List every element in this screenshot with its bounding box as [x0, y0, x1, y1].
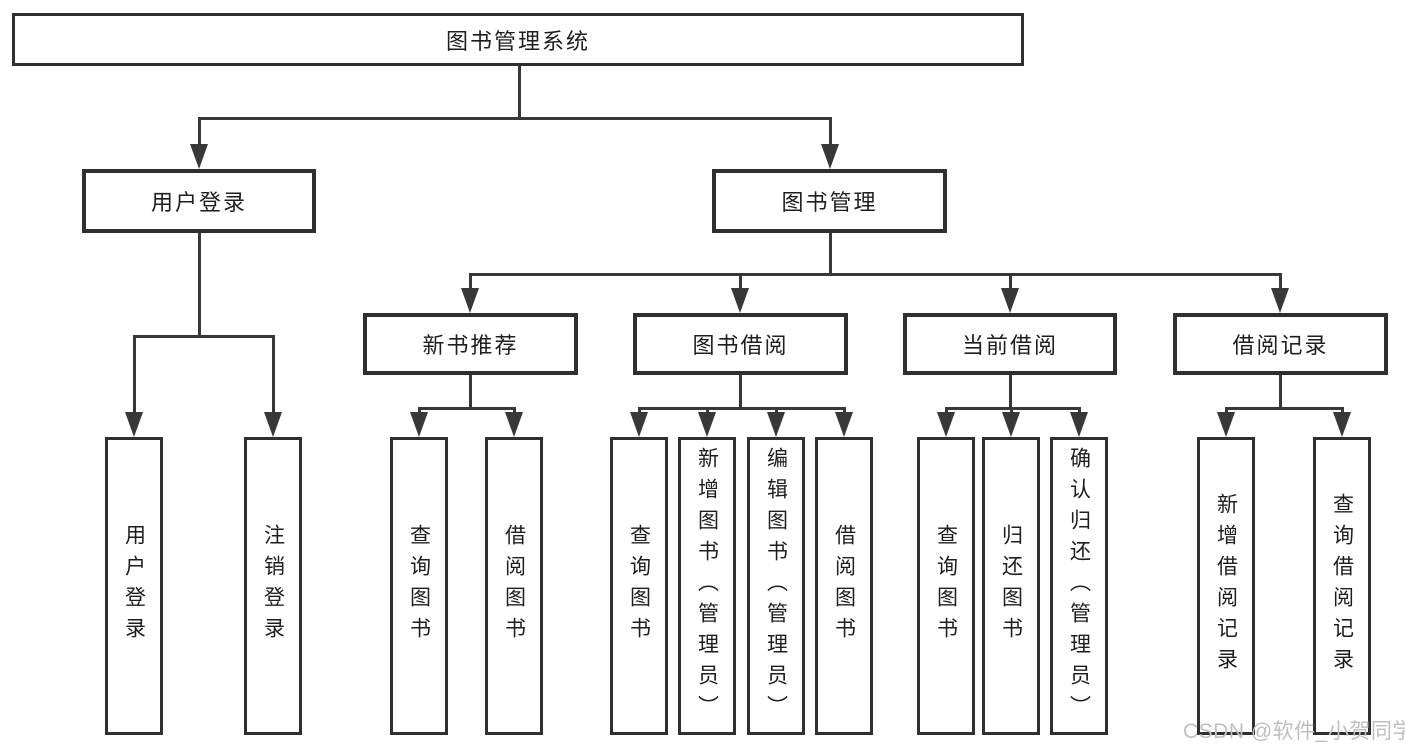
- node-leaf-query-books-3: 查询图书: [917, 437, 975, 735]
- connector-drop-book-borrowing-1: [705, 407, 709, 415]
- connector-drop-root-1: [828, 117, 832, 147]
- node-label-leaf-confirm-return: 确认归还（管理员）: [1067, 446, 1091, 726]
- node-new-book-recommend: 新书推荐: [363, 313, 578, 375]
- csdn-watermark: CSDN @软件_小贺同学: [1183, 720, 1405, 743]
- node-leaf-return-books: 归还图书: [982, 437, 1040, 735]
- node-user-login: 用户登录: [82, 169, 316, 233]
- node-leaf-confirm-return: 确认归还（管理员）: [1050, 437, 1108, 735]
- connector-drop-book-borrowing-3: [842, 407, 846, 415]
- node-book-management: 图书管理: [712, 169, 947, 233]
- node-label-leaf-borrow-books-1: 借阅图书: [502, 524, 526, 648]
- arrow-down-icon: [410, 412, 428, 437]
- node-label-leaf-user-login: 用户登录: [122, 524, 146, 648]
- arrow-down-icon: [937, 412, 955, 437]
- node-label-leaf-edit-books: 编辑图书（管理员）: [764, 446, 788, 726]
- node-label-new-book-recommend: 新书推荐: [422, 333, 519, 358]
- arrow-down-icon: [1333, 412, 1351, 437]
- arrow-down-icon: [264, 412, 282, 437]
- connector-stem-new-book-recommend: [468, 373, 472, 410]
- node-leaf-logout: 注销登录: [244, 437, 302, 735]
- connector-drop-book-borrowing-0: [637, 407, 641, 415]
- node-leaf-query-borrow-record: 查询借阅记录: [1313, 437, 1371, 735]
- connector-stem-root: [517, 63, 521, 120]
- arrow-down-icon: [505, 412, 523, 437]
- connector-split-borrowing-records: [1224, 407, 1344, 410]
- node-leaf-edit-books: 编辑图书（管理员）: [747, 437, 805, 735]
- node-label-borrowing-records: 借阅记录: [1232, 333, 1329, 358]
- connector-stem-user-login: [197, 231, 201, 338]
- connector-stem-borrowing-records: [1278, 373, 1282, 410]
- arrow-down-icon: [1002, 412, 1020, 437]
- arrow-down-icon: [1271, 288, 1289, 313]
- connector-drop-new-book-recommend-1: [512, 407, 516, 415]
- connector-split-new-book-recommend: [417, 407, 516, 410]
- connector-split-book-borrowing: [637, 407, 846, 410]
- connector-drop-user-login-0: [132, 335, 136, 415]
- connector-drop-current-borrowing-0: [944, 407, 948, 415]
- node-leaf-query-books-1: 查询图书: [390, 437, 448, 735]
- connector-drop-borrowing-records-1: [1340, 407, 1344, 415]
- connector-drop-book-management-1: [738, 273, 742, 291]
- node-leaf-user-login: 用户登录: [105, 437, 163, 735]
- arrow-down-icon: [190, 144, 208, 169]
- connector-drop-book-borrowing-2: [774, 407, 778, 415]
- arrow-down-icon: [125, 412, 143, 437]
- connector-drop-user-login-1: [271, 335, 275, 415]
- connector-drop-book-management-0: [468, 273, 472, 291]
- node-label-root: 图书管理系统: [445, 28, 590, 54]
- connector-drop-current-borrowing-2: [1077, 407, 1081, 415]
- connector-drop-book-management-2: [1008, 273, 1012, 291]
- node-label-leaf-add-borrow-record: 新增借阅记录: [1214, 493, 1238, 679]
- node-label-leaf-query-books-3: 查询图书: [934, 524, 958, 648]
- node-leaf-borrow-books-1: 借阅图书: [485, 437, 543, 735]
- arrow-down-icon: [630, 412, 648, 437]
- connector-stem-book-management: [828, 231, 832, 276]
- node-leaf-borrow-books-2: 借阅图书: [815, 437, 873, 735]
- connector-drop-borrowing-records-0: [1224, 407, 1228, 415]
- connector-stem-book-borrowing: [738, 373, 742, 410]
- connector-split-user-login: [132, 335, 275, 338]
- connector-drop-current-borrowing-1: [1009, 407, 1013, 415]
- connector-drop-new-book-recommend-0: [417, 407, 421, 415]
- node-label-book-borrowing: 图书借阅: [692, 333, 789, 358]
- node-label-leaf-logout: 注销登录: [261, 524, 285, 648]
- node-borrowing-records: 借阅记录: [1173, 313, 1388, 375]
- arrow-down-icon: [1217, 412, 1235, 437]
- arrow-down-icon: [1001, 288, 1019, 313]
- node-label-current-borrowing: 当前借阅: [961, 333, 1058, 358]
- connector-drop-book-management-3: [1278, 273, 1282, 291]
- node-label-user-login: 用户登录: [150, 190, 247, 215]
- connector-split-root: [197, 117, 832, 120]
- connector-stem-current-borrowing: [1008, 373, 1012, 410]
- node-label-leaf-borrow-books-2: 借阅图书: [832, 524, 856, 648]
- arrow-down-icon: [1070, 412, 1088, 437]
- node-book-borrowing: 图书借阅: [633, 313, 848, 375]
- arrow-down-icon: [821, 144, 839, 169]
- arrow-down-icon: [698, 412, 716, 437]
- node-leaf-query-books-2: 查询图书: [610, 437, 668, 735]
- arrow-down-icon: [731, 288, 749, 313]
- node-label-leaf-add-books: 新增图书（管理员）: [695, 446, 719, 726]
- node-leaf-add-borrow-record: 新增借阅记录: [1197, 437, 1255, 735]
- connector-split-book-management: [468, 273, 1282, 276]
- connector-split-current-borrowing: [944, 407, 1081, 410]
- node-label-leaf-query-books-2: 查询图书: [627, 524, 651, 648]
- node-label-leaf-query-borrow-record: 查询借阅记录: [1330, 493, 1354, 679]
- arrow-down-icon: [835, 412, 853, 437]
- node-label-book-management: 图书管理: [781, 190, 878, 215]
- arrow-down-icon: [461, 288, 479, 313]
- node-root: 图书管理系统: [12, 13, 1024, 66]
- node-label-leaf-return-books: 归还图书: [999, 524, 1023, 648]
- node-leaf-add-books: 新增图书（管理员）: [678, 437, 736, 735]
- arrow-down-icon: [767, 412, 785, 437]
- connector-drop-root-0: [197, 117, 201, 147]
- node-current-borrowing: 当前借阅: [903, 313, 1117, 375]
- node-label-leaf-query-books-1: 查询图书: [407, 524, 431, 648]
